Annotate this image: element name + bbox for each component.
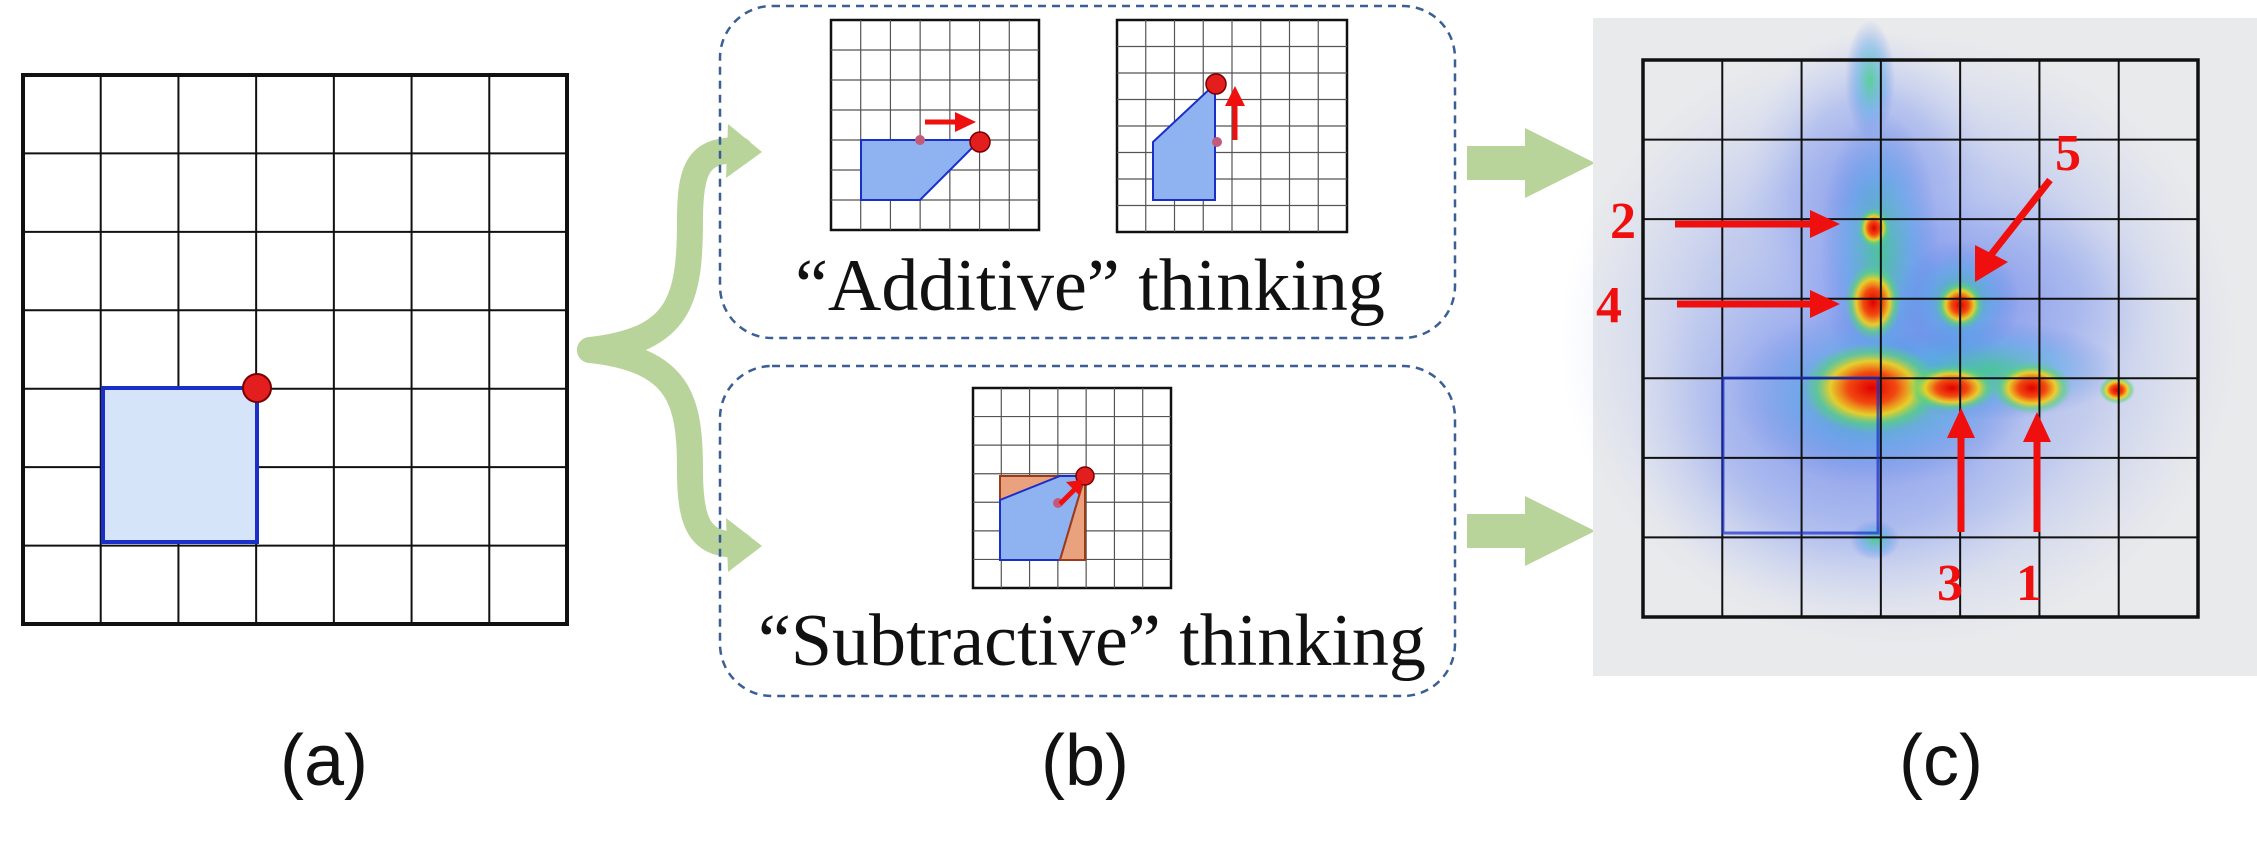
hotspot-main xyxy=(1802,343,1942,433)
additive-sketch-1 xyxy=(829,18,1041,232)
caption-c: (c) xyxy=(1899,721,1983,801)
additive-label: “Additive” thinking xyxy=(795,245,1385,327)
arrow-3 xyxy=(1947,408,1975,532)
flow-arrow-top xyxy=(1467,128,1595,198)
corner-point xyxy=(242,373,272,403)
arrow-1 xyxy=(2023,412,2051,532)
caption-a: (a) xyxy=(280,721,368,801)
arrow-5 xyxy=(1975,177,2053,282)
panel-b: “Additive” thinking “Subtractive” thinki… xyxy=(718,4,1457,698)
hotspot-1 xyxy=(1992,362,2072,414)
arrow-2 xyxy=(1675,210,1840,238)
brace-arrow xyxy=(577,124,762,572)
hotspot-4 xyxy=(1845,264,1901,340)
panel-a xyxy=(21,73,569,626)
hotspot-3 xyxy=(1907,364,1997,412)
additive-box xyxy=(718,4,1457,340)
arrow-4 xyxy=(1677,290,1840,318)
caption-b: (b) xyxy=(1041,721,1129,801)
additive-sketch-2 xyxy=(1115,18,1349,234)
marker-label-1: 1 xyxy=(2016,555,2042,612)
subtractive-label: “Subtractive” thinking xyxy=(758,600,1426,682)
marker-label-5: 5 xyxy=(2055,125,2081,182)
selected-square xyxy=(101,386,259,544)
marker-label-3: 3 xyxy=(1937,555,1963,612)
marker-label-2: 2 xyxy=(1610,193,1636,250)
panel-c: 2 4 5 3 1 xyxy=(1560,18,2257,676)
marker-label-4: 4 xyxy=(1596,277,1622,334)
heatmap-square xyxy=(1721,376,1880,535)
flow-arrow-bottom xyxy=(1467,496,1595,566)
hotspot-2 xyxy=(1858,208,1890,248)
subtractive-sketch xyxy=(971,386,1173,590)
subtractive-box xyxy=(718,364,1457,698)
